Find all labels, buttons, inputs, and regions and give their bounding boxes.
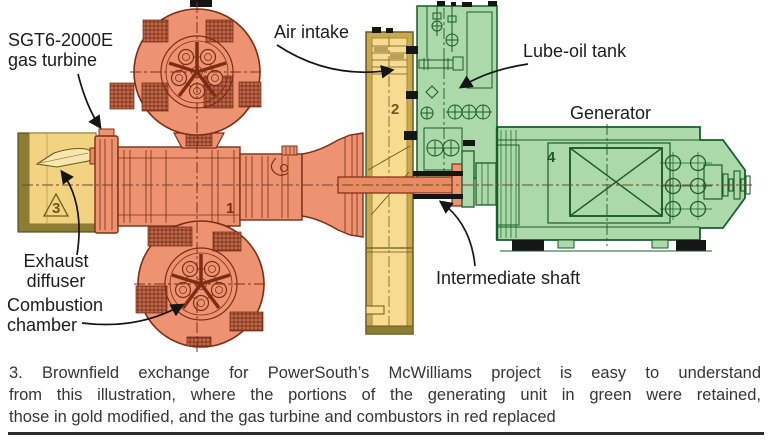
label-sgt6-line1: SGT6-2000E xyxy=(8,30,114,50)
part-number-air-intake: 2 xyxy=(391,101,399,118)
label-combustion-line2: chamber xyxy=(7,315,78,335)
label-sgt6-line2: gas turbine xyxy=(8,50,98,70)
caption-line-3: those in gold modified, and the gas turb… xyxy=(9,408,556,426)
label-combustion-chamber: Combustion chamber xyxy=(7,295,103,335)
part-number-exhaust: 3 xyxy=(52,200,60,217)
caption-line-2: from this illustration, where the portio… xyxy=(9,386,761,404)
callout-arrows xyxy=(60,44,529,326)
label-exhaust-line1: Exhaust xyxy=(23,251,89,271)
part-number-generator: 4 xyxy=(547,149,556,166)
part-number-turbine: 1 xyxy=(226,200,234,217)
label-lube-oil-tank: Lube-oil tank xyxy=(523,41,627,61)
arrow-sgt6 xyxy=(77,73,102,130)
label-intermediate-shaft: Intermediate shaft xyxy=(436,268,581,288)
figure-caption: 3. Brownfield exchange for PowerSouth’s … xyxy=(9,362,761,428)
generator-body xyxy=(496,126,746,241)
arrow-combustion xyxy=(81,303,185,326)
label-exhaust-diffuser: Exhaust diffuser xyxy=(12,251,100,291)
label-air-intake: Air intake xyxy=(274,22,350,42)
combustion-chamber-top xyxy=(109,0,262,136)
generator-unit xyxy=(495,124,751,252)
arrow-air-intake xyxy=(276,44,395,79)
arrow-intermediate-shaft xyxy=(438,200,476,267)
label-sgt6-gas-turbine: SGT6-2000E gas turbine xyxy=(8,30,113,70)
caption-line-1: 3. Brownfield exchange for PowerSouth’s … xyxy=(9,364,761,382)
arrow-lube-oil xyxy=(458,63,529,89)
label-combustion-line1: Combustion xyxy=(7,295,104,315)
gas-turbine xyxy=(94,0,364,348)
centerlines xyxy=(22,2,752,352)
label-exhaust-line2: diffuser xyxy=(26,271,86,291)
exhaust-diffuser xyxy=(17,132,105,233)
label-generator: Generator xyxy=(570,103,652,123)
arrow-exhaust xyxy=(60,169,80,256)
part-numbers: 1 2 3 4 xyxy=(42,101,556,217)
caption-divider-rule xyxy=(8,432,764,435)
lube-oil-tank xyxy=(404,1,498,179)
